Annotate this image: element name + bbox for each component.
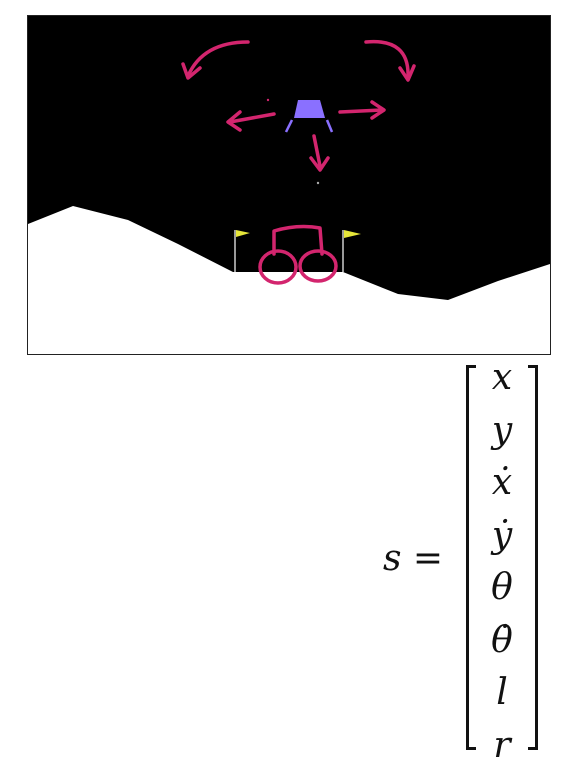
- state-component: l: [496, 667, 508, 720]
- state-component: ẏ: [492, 510, 512, 563]
- rotate-right-arrow: [366, 42, 414, 80]
- thrust-down-arrow: [311, 136, 328, 170]
- lunar-lander-scene: [27, 15, 551, 355]
- landing-flag-left: [235, 230, 250, 272]
- state-component: θ̇: [491, 615, 513, 668]
- landing-flag-right: [343, 230, 361, 272]
- particle-dot: [267, 99, 269, 101]
- scene-canvas: [28, 16, 550, 354]
- state-component: ẋ: [492, 457, 512, 510]
- particle-dot: [317, 182, 319, 184]
- state-component: θ: [491, 562, 513, 615]
- lander-ship: [286, 100, 332, 132]
- equation-lhs: s =: [383, 538, 443, 579]
- state-component: r: [493, 720, 510, 772]
- right-bracket: [528, 365, 538, 750]
- left-bracket: [466, 365, 476, 750]
- rotate-left-arrow: [183, 42, 248, 78]
- state-component: x: [492, 352, 512, 405]
- thrust-left-arrow: [228, 112, 274, 130]
- thrust-right-arrow: [340, 102, 384, 118]
- state-component: y: [492, 405, 512, 458]
